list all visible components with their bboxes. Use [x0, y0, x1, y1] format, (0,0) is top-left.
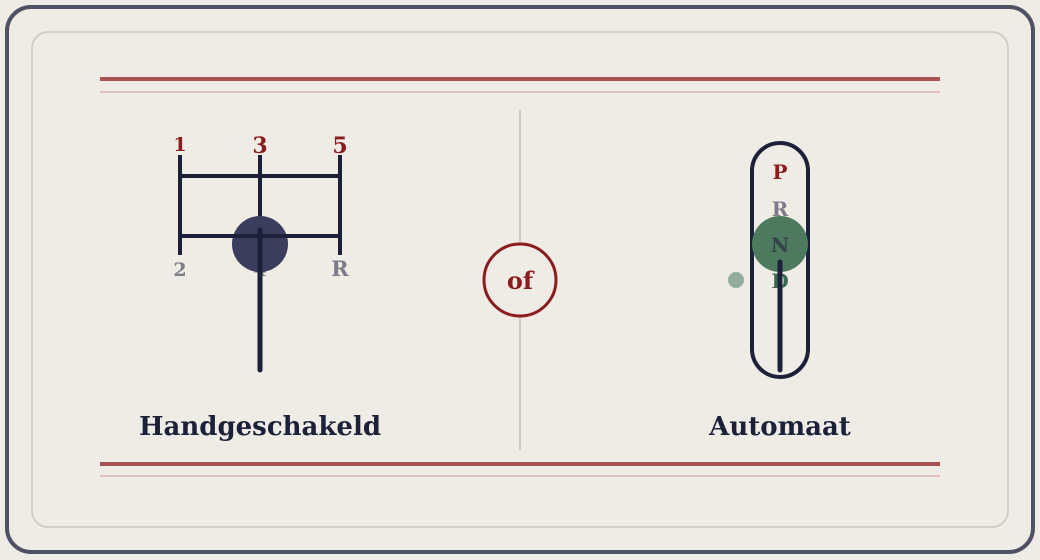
separator-badge: of — [482, 242, 558, 318]
auto-label-r: R — [772, 197, 789, 221]
separator-label: of — [507, 266, 535, 295]
automatic-shift-knob — [752, 216, 808, 272]
inner-frame — [31, 31, 1009, 528]
gear-label-r: R — [331, 256, 349, 281]
outer-frame — [5, 5, 1035, 554]
automatic-title: Automaat — [708, 412, 851, 442]
gear-label-5: 5 — [332, 133, 347, 159]
gear-label-1: 1 — [173, 134, 186, 156]
auto-label-p: P — [772, 160, 787, 184]
manual-title: Handgeschakeld — [139, 412, 381, 442]
gear-label-2: 2 — [173, 259, 186, 281]
automatic-gate — [750, 141, 810, 379]
drive-indicator-dot — [728, 272, 744, 288]
gear-label-3: 3 — [252, 133, 267, 159]
auto-label-n: N — [771, 233, 789, 257]
